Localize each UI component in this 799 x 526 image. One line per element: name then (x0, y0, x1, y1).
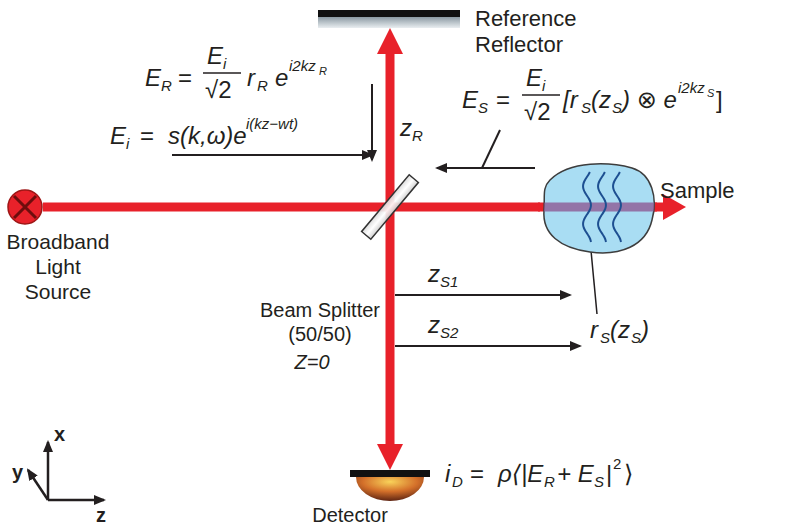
reflectivity-label: r (590, 318, 598, 342)
node-label: Beam Splitter (50/50) (252, 298, 388, 346)
reference-reflector: Reference Reflector (318, 10, 460, 28)
equation-term: [r (563, 88, 578, 112)
equation-subscript: S (612, 100, 622, 115)
light-source-shape (7, 189, 43, 225)
equation-term: √2 (205, 78, 232, 102)
light-beam (386, 48, 395, 176)
distance-label: z (400, 116, 412, 140)
equation-subscript: R (319, 66, 327, 77)
equation-subscript: S (478, 100, 488, 115)
equation-term: e (275, 66, 288, 90)
light-source: Broadband Light Source (7, 189, 43, 225)
light-beam (418, 203, 540, 212)
equation-term: = (496, 88, 510, 112)
equation-subscript: i (542, 78, 545, 93)
equation-term: ⟩ (624, 462, 633, 486)
equation-term: ρ⟨|E (498, 462, 543, 486)
equation-superscript: i2kz (678, 80, 705, 95)
equation-term: E (145, 66, 161, 90)
node-label: Reference Reflector (475, 6, 589, 59)
equation-term: s(k,ω)e (168, 124, 247, 148)
equation-subscript: S (581, 100, 591, 115)
sample: Sample (540, 158, 655, 256)
detector-shape (350, 470, 430, 500)
equation-subscript: R (544, 474, 555, 489)
equation-term: = (178, 66, 192, 90)
light-beam (43, 203, 362, 212)
equation-subscript: S (594, 474, 604, 489)
axes (28, 442, 104, 500)
axis-label: y (12, 462, 23, 482)
equation-term: i (445, 462, 450, 486)
reflectivity-label: (z (610, 318, 630, 342)
equation-term: ) ⊗ e (622, 88, 677, 112)
equation-superscript: i2kz (289, 58, 316, 73)
equation-term: = (140, 124, 154, 148)
distance-subscript: R (412, 128, 423, 143)
distance-subscript: S2 (440, 325, 458, 340)
equation-term: | (606, 462, 612, 486)
equation-term: + E (557, 462, 594, 486)
distance-subscript: S1 (440, 274, 458, 289)
equation-superscript: i(kz−wt) (246, 116, 298, 131)
node-label: Broadband Light Source (2, 229, 114, 305)
reflectivity-subscript: S (600, 330, 610, 345)
beam-splitter: Beam Splitter (50/50)Z=0 (362, 176, 418, 238)
equation-term: ] (716, 88, 723, 112)
equation-subscript: i (126, 136, 129, 151)
detector: Detector (350, 470, 430, 500)
reference-reflector-shape (318, 10, 460, 28)
equation-subscript: D (452, 474, 463, 489)
equation-subscript: R (161, 78, 172, 93)
equation-term: E (526, 66, 542, 90)
axis-label: x (54, 424, 65, 444)
distance-label: z (428, 262, 440, 286)
distance-label: z (428, 313, 440, 337)
axis-label: z (96, 505, 106, 525)
light-beam (386, 238, 395, 450)
equation-term: = (470, 462, 484, 486)
equation-subscript: S (707, 88, 714, 99)
node-label: Z=0 (282, 350, 342, 374)
equation-term: E (462, 88, 478, 112)
equation-term: E (110, 124, 126, 148)
equation-term: E (207, 44, 223, 68)
equation-term: r (247, 66, 255, 90)
equation-subscript: R (257, 78, 268, 93)
equation-term: (z (591, 88, 611, 112)
reflectivity-subscript: S (631, 330, 641, 345)
equation-term: √2 (524, 100, 551, 124)
reflectivity-label: ) (641, 318, 649, 342)
equation-superscript: 2 (613, 456, 621, 471)
node-label: Detector (308, 503, 392, 526)
equation-subscript: i (223, 56, 226, 71)
beam-splitter-shape (362, 176, 418, 238)
sample-shape (540, 158, 655, 256)
node-label: Sample (660, 178, 744, 204)
